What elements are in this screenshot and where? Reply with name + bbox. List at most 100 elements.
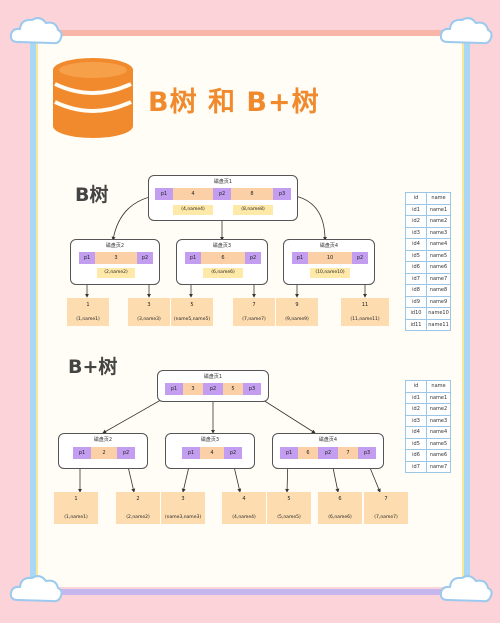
bplus-node-page2: 磁盘页2 p1 2 p2 <box>58 433 148 469</box>
id-cell: id5 <box>405 249 427 262</box>
pointer-cell: p1 <box>155 188 173 200</box>
table-header-name: name <box>426 380 451 393</box>
leaf-value: (7,name7) <box>374 515 398 520</box>
bplus-node-page3: 磁盘页3 p1 4 p2 <box>165 433 255 469</box>
pointer-cell: p2 <box>137 252 153 264</box>
pointer-cell: p1 <box>292 252 308 264</box>
leaf-key: 1 <box>86 302 90 308</box>
id-cell: id9 <box>405 295 427 308</box>
bplus-leaf: 5 (5,name5) <box>267 492 311 524</box>
table-header-name: name <box>426 192 451 205</box>
bplus-leaf: 1 (1,name1) <box>54 492 98 524</box>
key-cell: 7 <box>338 447 358 459</box>
leaf-key: 7 <box>252 302 256 308</box>
bplus-leaf: 3 (name3,name3) <box>161 492 205 524</box>
decor-stripe-blue-left <box>30 30 36 595</box>
name-cell: name3 <box>426 414 451 427</box>
id-cell: id3 <box>405 414 427 427</box>
leaf-key: 5 <box>190 302 194 308</box>
page-title: B树 和 B+树 <box>148 87 320 118</box>
bplus-leaf: 6 (6,name6) <box>318 492 362 524</box>
pointer-cell: p1 <box>73 447 91 459</box>
btree-root-node: 磁盘页1 p1 4 p2 8 p3 (4,name4) (8,name8) <box>148 175 298 221</box>
pointer-cell: p2 <box>213 188 231 200</box>
bplus-leaf: 2 (2,name2) <box>116 492 160 524</box>
pointer-cell: p2 <box>318 447 338 459</box>
disk-page-title: 磁盘页3 <box>200 437 220 443</box>
btree-leaf: 1 (1,name1) <box>67 298 109 326</box>
id-cell: id8 <box>405 284 427 297</box>
bplus-node-page4: 磁盘页4 p1 6 p2 7 p3 <box>272 433 384 469</box>
decor-stripe-top <box>30 30 470 36</box>
pointer-cell: p2 <box>203 383 223 395</box>
data-cell: (8,name8) <box>233 205 273 215</box>
disk-page-title: 磁盘页4 <box>318 437 338 443</box>
id-cell: id7 <box>405 272 427 285</box>
id-cell: id5 <box>405 437 427 450</box>
pointer-cell: p3 <box>358 447 376 459</box>
btree-node-page3: 磁盘页3 p1 6 p2 (6,name6) <box>176 239 268 285</box>
leaf-value: (5,name5) <box>277 515 301 520</box>
btree-leaf: 11 (11,name11) <box>341 298 389 326</box>
key-cell: 6 <box>201 252 245 264</box>
id-cell: id1 <box>405 203 427 216</box>
name-cell: name4 <box>426 426 451 439</box>
pointer-cell: p1 <box>79 252 95 264</box>
name-cell: name11 <box>426 318 451 331</box>
bplus-leaf: 7 (7,name7) <box>364 492 408 524</box>
leaf-value: (4,name4) <box>232 515 256 520</box>
id-cell: id6 <box>405 449 427 462</box>
leaf-key: 4 <box>242 496 246 502</box>
leaf-value: (1,name1) <box>76 317 100 322</box>
disk-page-title: 磁盘页2 <box>93 437 113 443</box>
leaf-value: (6,name6) <box>328 515 352 520</box>
name-cell: name5 <box>426 249 451 262</box>
key-cell: 4 <box>200 447 224 459</box>
cloud-icon <box>439 17 493 45</box>
pointer-cell: p2 <box>245 252 261 264</box>
leaf-value: (name5,name5) <box>173 317 211 322</box>
bplus-leaf: 4 (4,name4) <box>222 492 266 524</box>
decor-stripe-bottom <box>30 589 470 595</box>
decor-stripe-yellow-left <box>36 30 39 595</box>
name-cell: name10 <box>426 307 451 320</box>
key-cell: 4 <box>173 188 213 200</box>
name-cell: name2 <box>426 403 451 416</box>
pointer-cell: p1 <box>165 383 183 395</box>
leaf-key: 7 <box>384 496 388 502</box>
disk-page-title: 磁盘页3 <box>212 243 232 249</box>
data-cell: (10,name10) <box>310 268 350 278</box>
bplus-root-node: 磁盘页1 p1 3 p2 5 p3 <box>157 370 269 402</box>
leaf-value: (3,name3) <box>137 317 161 322</box>
data-cell: (6,name6) <box>203 268 243 278</box>
id-cell: id11 <box>405 318 427 331</box>
id-cell: id4 <box>405 238 427 251</box>
leaf-key: 6 <box>338 496 342 502</box>
pointer-cell: p1 <box>182 447 200 459</box>
key-cell: 3 <box>95 252 137 264</box>
btree-leaf: 7 (7,name7) <box>233 298 275 326</box>
disk-page-title: 磁盘页1 <box>203 374 223 380</box>
id-cell: id10 <box>405 307 427 320</box>
id-cell: id7 <box>405 460 427 473</box>
name-cell: name7 <box>426 272 451 285</box>
leaf-key: 9 <box>295 302 299 308</box>
key-cell: 2 <box>91 447 117 459</box>
name-cell: name6 <box>426 449 451 462</box>
cloud-icon <box>439 575 493 603</box>
bplus-label: B+树 <box>68 356 118 378</box>
